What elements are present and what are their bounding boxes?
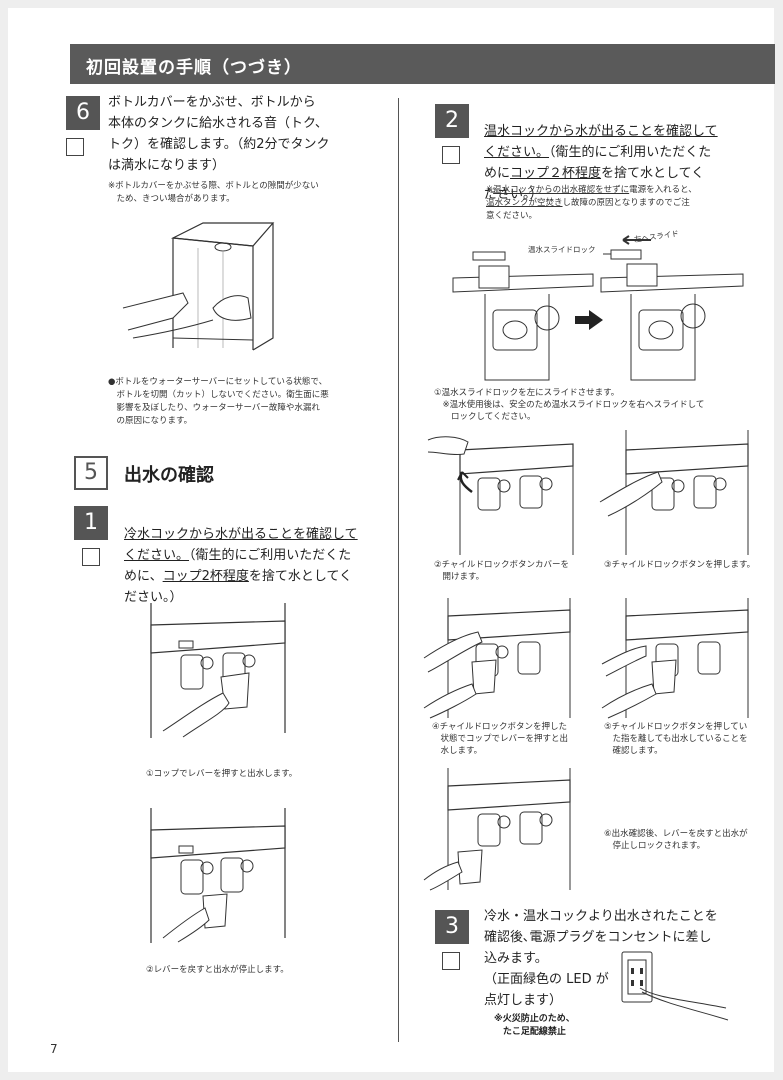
step-1-caption-2: ②レバーを戻すと出水が停止します。 <box>146 965 289 975</box>
step-2-caption-4: ④チャイルドロックボタンを押した 状態でコップでレバーを押すと出 水します。 <box>432 722 569 756</box>
step-2-number: 2 <box>435 104 469 138</box>
step-2-caption-6: ⑥出水確認後、レバーを戻すと出水が 停止しロックされます。 <box>604 829 748 851</box>
section-header: 初回設置の手順（つづき） <box>70 44 775 84</box>
step-3-text: 冷水・温水コックより出水されたことを 確認後､電源プラグをコンセントに差し 込み… <box>484 909 718 1008</box>
manual-page: 初回設置の手順（つづき） 6 ボトルカバーをかぶせ、ボトルから 本体のタンクに給… <box>8 8 775 1072</box>
power-plug-outlet-illustration <box>621 951 729 1021</box>
step-2-caption-3: ③チャイルドロックボタンを押します。 <box>604 560 756 570</box>
step-2-caption-1: ①温水スライドロックを左にスライドさせます。 ※温水使用後は、安全のため温水スラ… <box>434 388 705 422</box>
slide-lock-label: 温水スライドロック <box>528 245 596 254</box>
header-title: 初回設置の手順（つづき） <box>86 58 302 78</box>
step-3-checkbox[interactable] <box>442 952 460 970</box>
cold-tap-cup-illustration-1 <box>150 603 286 738</box>
hot-slide-lock-illustration <box>452 235 744 381</box>
section-5-title: 出水の確認 <box>124 465 214 486</box>
step-6-note: ※ボトルカバーをかぶせる際、ボトルとの隙間が少ない ため、きつい場合があります。 <box>108 181 319 204</box>
step-3-number: 3 <box>435 910 469 944</box>
step-2-caption-2: ②チャイルドロックボタンカバーを 開けます。 <box>434 560 570 582</box>
step-2-caption-5: ⑤チャイルドロックボタンを押してい た指を離しても出水していることを 確認します… <box>604 722 748 756</box>
cold-tap-cup-illustration-2 <box>150 808 286 943</box>
release-finger-illustration <box>601 598 749 719</box>
step-2-text: 温水コックから水が出ることを確認してください。（衛生的にご利用いただくためにコッ… <box>484 124 718 202</box>
step-1-caption-1: ①コップでレバーを押すと出水します。 <box>146 769 298 779</box>
step-6-checkbox[interactable] <box>66 138 84 156</box>
step-6-text: ボトルカバーをかぶせ、ボトルから 本体のタンクに給水される音（トク、 トク）を確… <box>108 95 330 173</box>
step-2-note: ※温水コックからの出水確認をせずに電源を入れると、温水タンクが空焚きし故障の原因… <box>486 185 697 221</box>
step-1-checkbox[interactable] <box>82 548 100 566</box>
section-5-number: 5 <box>74 456 108 490</box>
bottle-cover-illustration <box>122 222 275 351</box>
child-lock-cup-illustration <box>423 598 571 719</box>
step-3-warning: ※火災防止のため、 たこ足配線禁止 <box>494 1014 575 1037</box>
step-2-checkbox[interactable] <box>442 146 460 164</box>
step-1-number: 1 <box>74 506 108 540</box>
step-6-warning: ●ボトルをウォーターサーバーにセットしている状態で、 ボトルを切開（カット）しな… <box>108 377 329 426</box>
child-lock-press-illustration <box>599 430 749 555</box>
child-lock-cover-illustration <box>427 436 574 555</box>
step-6-number: 6 <box>66 96 100 130</box>
stop-water-illustration <box>423 768 571 891</box>
step-1-text: 冷水コックから水が出ることを確認してください。（衛生的にご利用いただくために、コ… <box>124 527 358 605</box>
column-divider <box>398 98 399 1042</box>
page-number: 7 <box>50 1042 58 1056</box>
